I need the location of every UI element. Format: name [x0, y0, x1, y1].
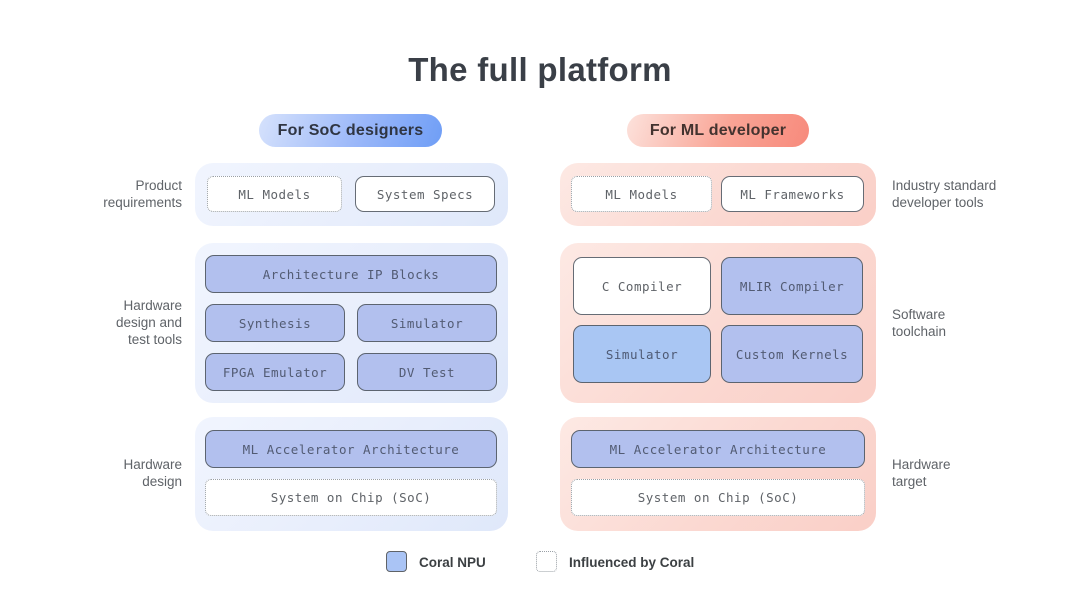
legend-label-coral-npu: Coral NPU: [419, 555, 486, 570]
box-dv-test: DV Test: [357, 353, 497, 391]
box-ml-simulator: Simulator: [573, 325, 711, 383]
pill-soc-designers: For SoC designers: [259, 114, 442, 147]
box-synthesis: Synthesis: [205, 304, 345, 342]
box-soc-ml-models: ML Models: [207, 176, 342, 212]
box-fpga-emulator: FPGA Emulator: [205, 353, 345, 391]
panel-ml-requirements: ML Models ML Frameworks: [560, 163, 876, 226]
influenced-by-coral-swatch-icon: [536, 551, 557, 572]
row-label-hardware-target: Hardware target: [892, 457, 951, 489]
box-ml-frameworks: ML Frameworks: [721, 176, 864, 212]
box-architecture-ip-blocks: Architecture IP Blocks: [205, 255, 497, 293]
legend-label-influenced-by-coral: Influenced by Coral: [569, 555, 695, 570]
panel-ml-hardware-target: ML Accelerator Architecture System on Ch…: [560, 417, 876, 531]
box-system-specs: System Specs: [355, 176, 495, 212]
panel-soc-requirements: ML Models System Specs: [195, 163, 508, 226]
coral-npu-swatch-icon: [386, 551, 407, 572]
row-label-hardware-design-test-tools: Hardware design and test tools: [115, 298, 182, 347]
panel-ml-toolchain: C Compiler MLIR Compiler Simulator Custo…: [560, 243, 876, 403]
row-label-industry-standard-tools: Industry standard developer tools: [892, 178, 997, 210]
box-soc-simulator: Simulator: [357, 304, 497, 342]
panel-soc-tools: Architecture IP Blocks Synthesis Simulat…: [195, 243, 508, 403]
box-soc-ml-accelerator-architecture: ML Accelerator Architecture: [205, 430, 497, 468]
box-soc-system-on-chip: System on Chip (SoC): [205, 479, 497, 516]
page-title: The full platform: [408, 51, 672, 88]
box-mlir-compiler: MLIR Compiler: [721, 257, 863, 315]
pill-ml-developer: For ML developer: [627, 114, 809, 147]
box-ml-system-on-chip: System on Chip (SoC): [571, 479, 865, 516]
row-label-software-toolchain: Software toolchain: [892, 307, 947, 339]
box-custom-kernels: Custom Kernels: [721, 325, 863, 383]
box-ml-ml-models: ML Models: [571, 176, 712, 212]
row-label-product-requirements: Product requirements: [103, 178, 182, 210]
row-label-hardware-design: Hardware design: [123, 457, 182, 489]
panel-soc-hardware-design: ML Accelerator Architecture System on Ch…: [195, 417, 508, 531]
box-ml-ml-accelerator-architecture: ML Accelerator Architecture: [571, 430, 865, 468]
box-c-compiler: C Compiler: [573, 257, 711, 315]
